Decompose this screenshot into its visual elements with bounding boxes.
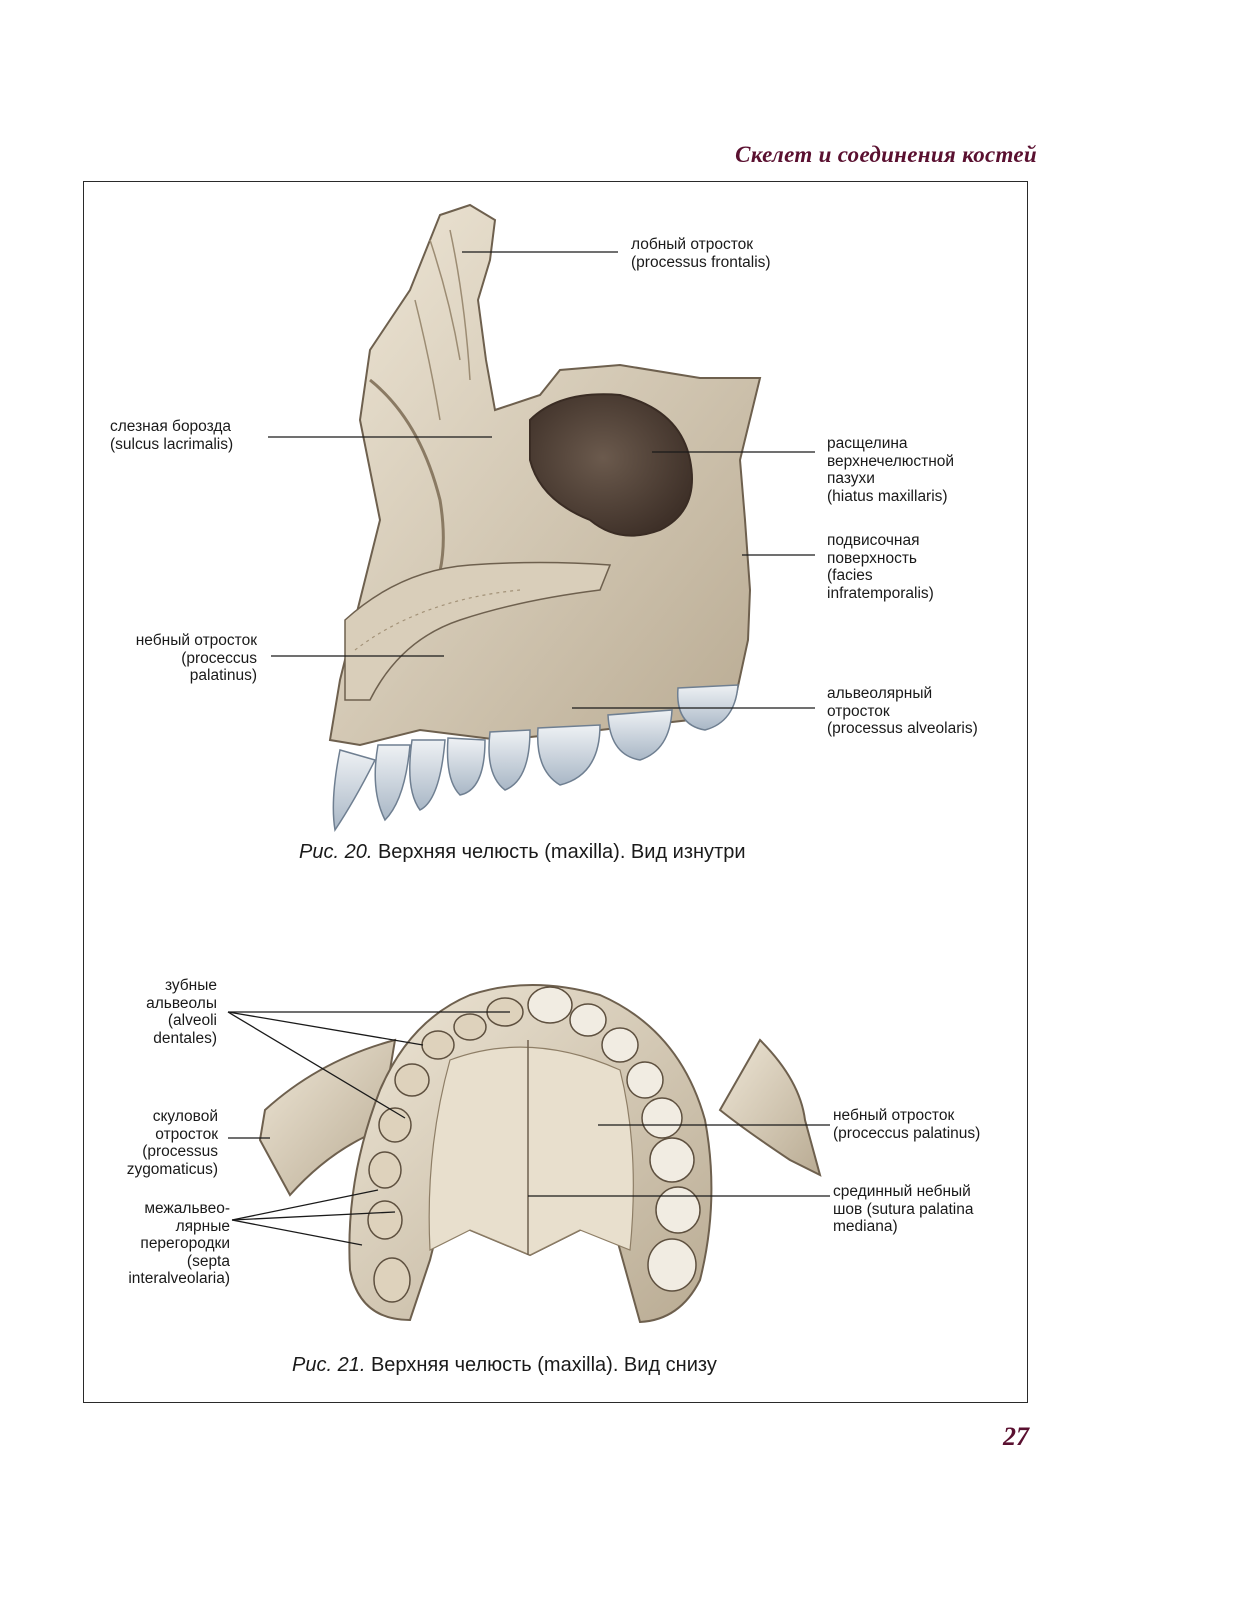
figure-20-leader-lines	[268, 251, 815, 709]
label-median-palatine-suture: срединный небный шов (sutura palatina me…	[833, 1183, 974, 1235]
figure-frame	[83, 181, 1028, 1403]
figure-21-maxilla-illustration	[258, 984, 822, 1324]
page-number: 27	[1003, 1422, 1029, 1451]
figure-20-caption: Рис. 20. Верхняя челюсть (maxilla). Вид …	[299, 841, 746, 864]
figure-21-caption-text: Верхняя челюсть (maxilla). Вид снизу	[370, 1354, 717, 1376]
running-title: Скелет и соединения костей	[735, 142, 1037, 167]
label-interalveolar-septa: межальвео- лярные перегородки (septa int…	[128, 1200, 230, 1287]
label-maxillary-hiatus: расщелина верхнечелюстной пазухи (hiatus…	[827, 435, 955, 505]
label-infratemporal-surface: подвисочная поверхность (facies infratem…	[827, 532, 934, 602]
label-alveolar-process: альвеолярный отросток (processus alveola…	[827, 685, 978, 737]
figure-20-maxilla-illustration	[328, 203, 762, 832]
figure-21-leader-lines	[227, 1011, 830, 1246]
figure-21-caption: Рис. 21. Верхняя челюсть (maxilla). Вид …	[292, 1354, 717, 1377]
figure-20-caption-number: Рис. 20.	[299, 841, 373, 863]
label-dental-alveoli: зубные альвеолы (alveoli dentales)	[146, 977, 217, 1047]
label-frontal-process: лобный отросток (processus frontalis)	[631, 236, 771, 271]
label-lacrimal-sulcus: слезная борозда (sulcus lacrimalis)	[110, 418, 234, 453]
figure-20-caption-text: Верхняя челюсть (maxilla). Вид изнутри	[377, 841, 746, 863]
label-palatine-process-fig20: небный отросток (proceccus palatinus)	[135, 632, 257, 684]
label-zygomatic-process: скуловой отросток (processus zygomaticus…	[126, 1108, 218, 1178]
figure-21-caption-number: Рис. 21.	[292, 1354, 366, 1376]
label-palatine-process-fig21: небный отросток (proceccus palatinus)	[833, 1107, 981, 1142]
